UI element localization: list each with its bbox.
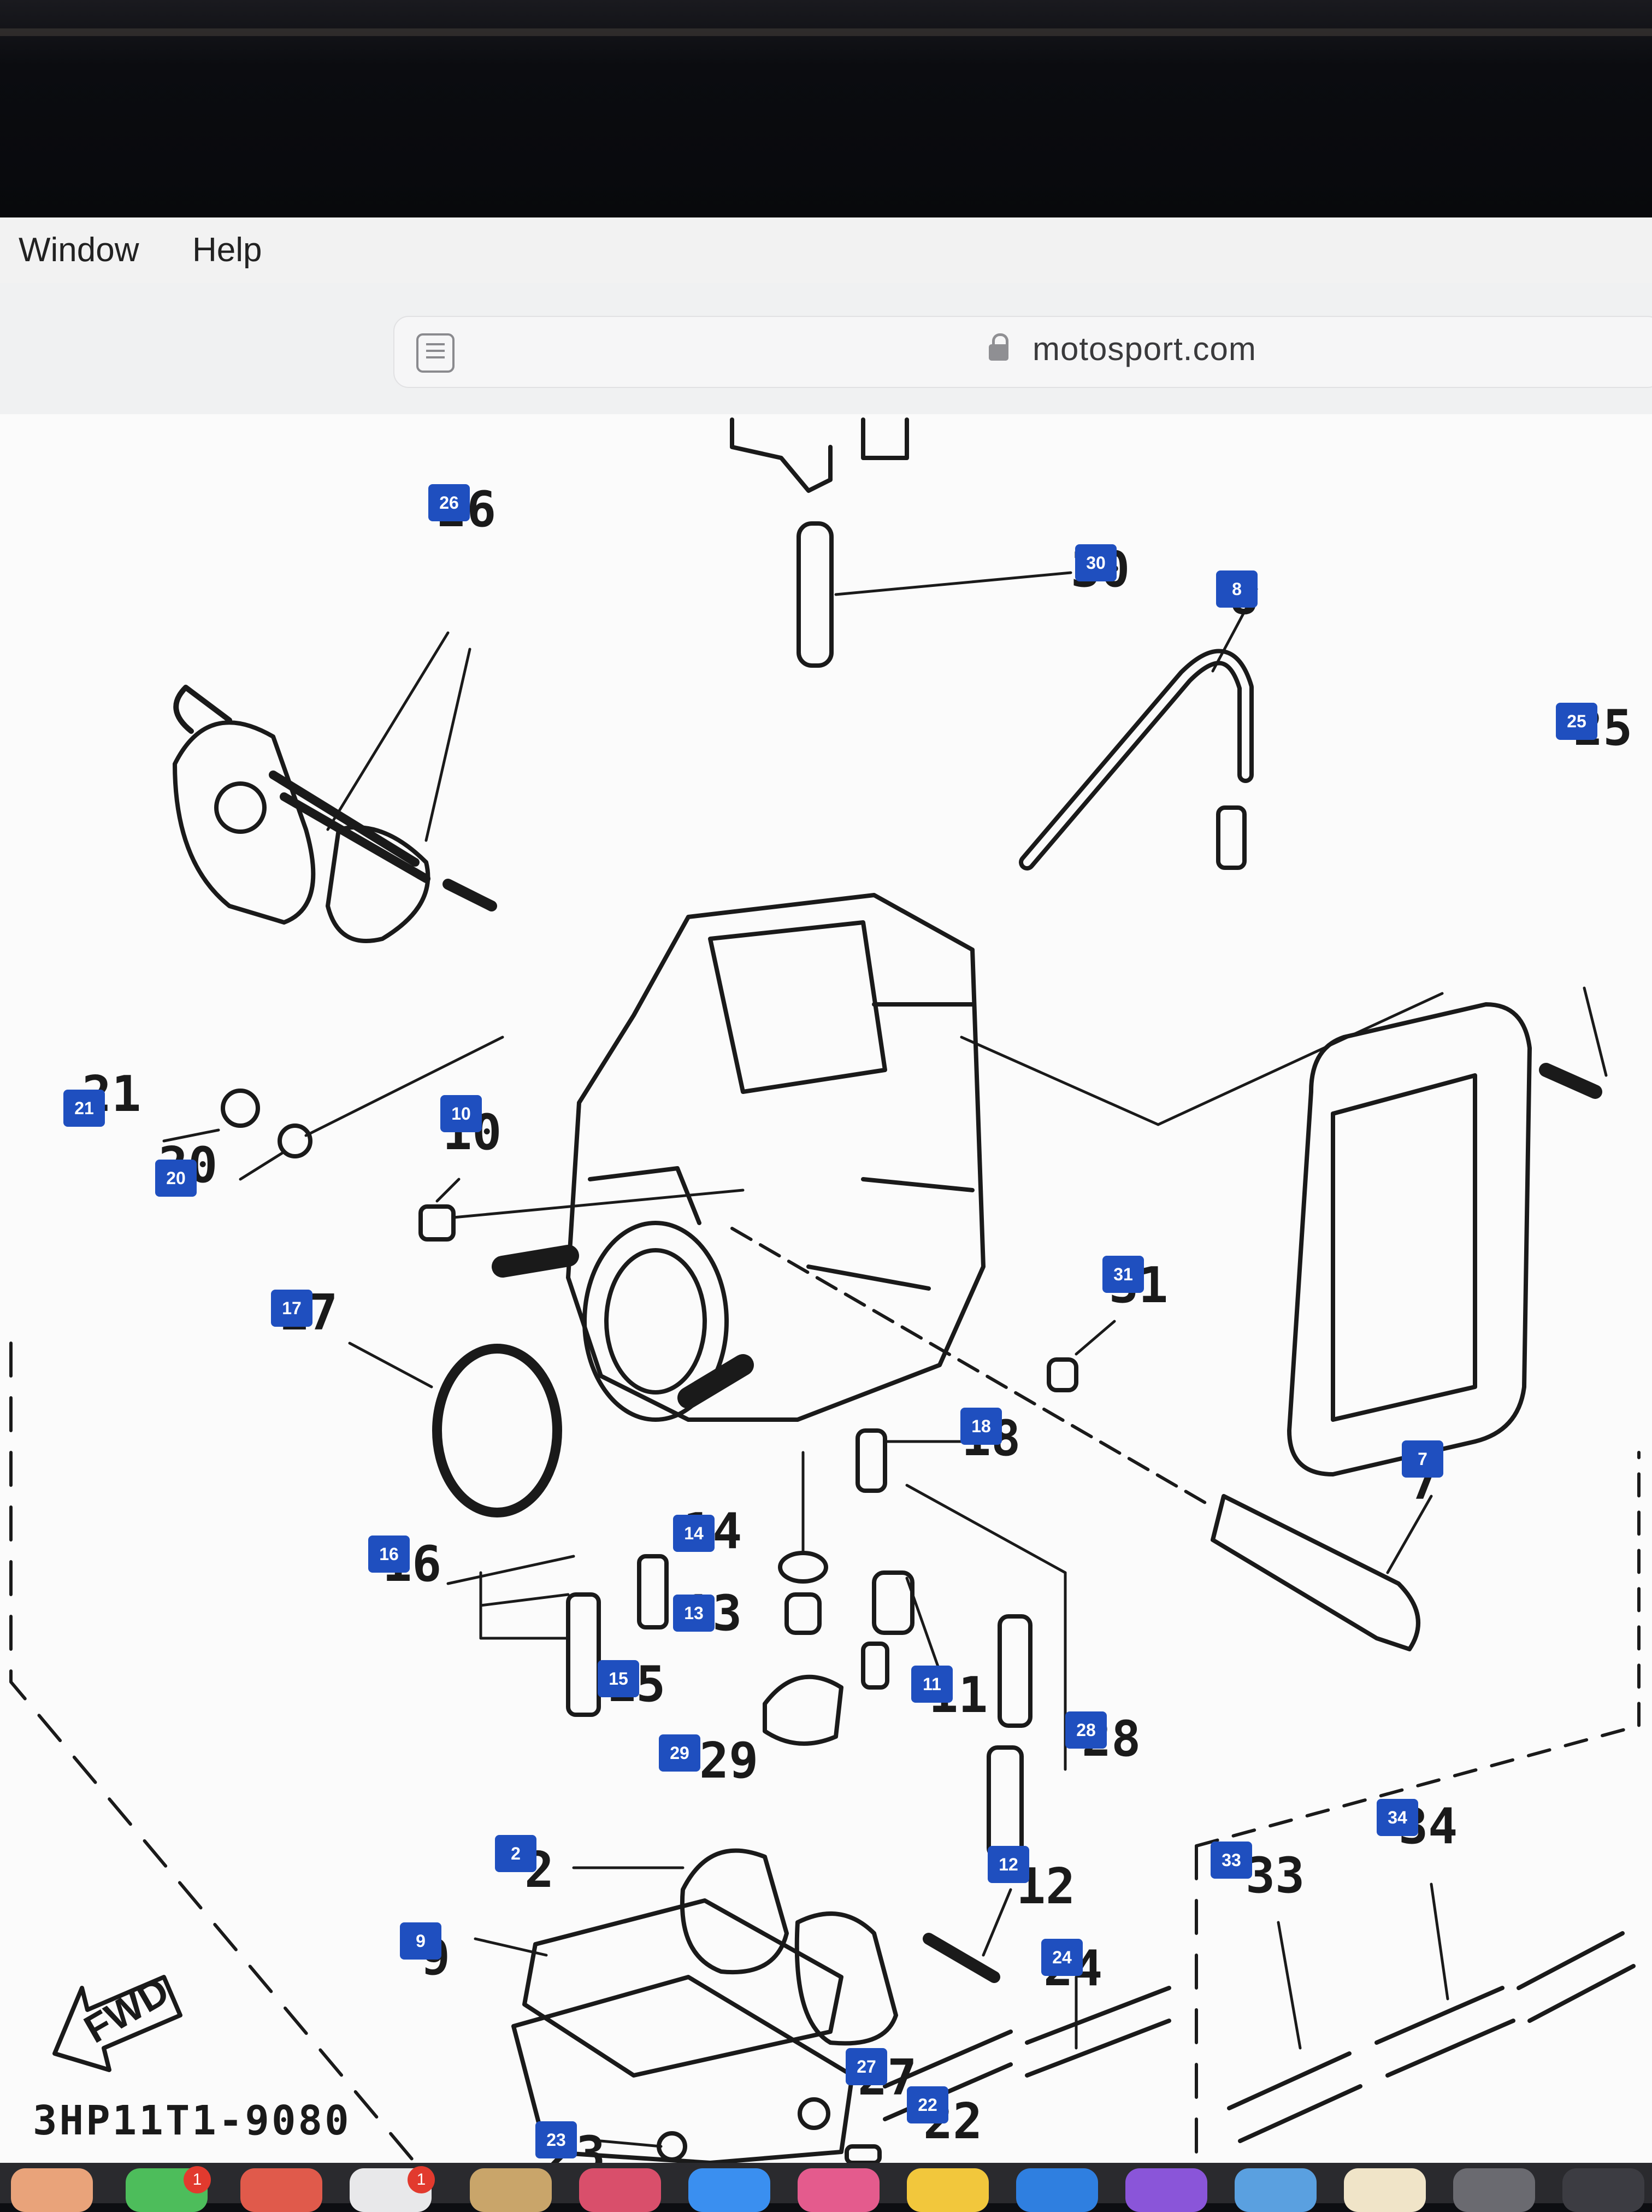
finder-icon[interactable] [688,2168,770,2212]
part-9 [522,1898,843,2078]
carburetor-exploded-diagram [9,417,1641,2163]
part-26 [173,720,316,925]
badge-31[interactable]: 31 [1102,1256,1144,1293]
monitor-bezel [0,0,1652,219]
badge-24[interactable]: 24 [1041,1939,1083,1976]
part-16 [566,1592,601,1717]
badge-12[interactable]: 12 [988,1846,1029,1883]
page-content: 26 26 30 30 8 8 25 25 21 21 20 20 10 10 … [0,414,1652,2163]
menu-help[interactable]: Help [192,231,262,269]
podcasts-icon[interactable] [1125,2168,1207,2212]
badge-17[interactable]: 17 [271,1290,312,1327]
badge-28[interactable]: 28 [1065,1711,1107,1749]
badge-13[interactable]: 13 [673,1595,715,1632]
badge-33[interactable]: 33 [1211,1842,1252,1879]
badge-18[interactable]: 18 [960,1408,1002,1445]
fwd-arrow [52,1975,182,2072]
top-fragment [730,417,909,493]
badge-20[interactable]: 20 [155,1160,197,1197]
part-34 [1374,1986,1515,2078]
lock-icon [989,333,1008,361]
part-33 [1227,2051,1362,2143]
badge-14[interactable]: 14 [673,1515,715,1552]
browser-toolbar: motosport.com [0,283,1652,415]
part-28 [998,1614,1032,1728]
script-icon[interactable] [1344,2168,1426,2212]
part-7 [1211,1494,1420,1651]
activity-icon[interactable] [1562,2168,1644,2212]
dock-badge: 1 [408,2166,435,2193]
menu-window[interactable]: Window [19,231,139,269]
badge-2[interactable]: 2 [495,1835,536,1872]
badge-25[interactable]: 25 [1556,703,1597,740]
badge-21[interactable]: 21 [63,1090,105,1127]
notes-icon[interactable] [470,2168,552,2212]
url-text[interactable]: motosport.com [1032,331,1256,367]
callout-29: 29 [699,1732,759,1790]
callout-33: 33 [1246,1847,1305,1904]
appstore-icon[interactable] [1016,2168,1098,2212]
stickies-icon[interactable] [907,2168,989,2212]
badge-23[interactable]: 23 [535,2121,577,2158]
mail-icon[interactable]: 1 [350,2166,435,2212]
photos-icon[interactable] [798,2168,880,2212]
dock: 1 1 [0,2163,1652,2212]
reader-view-icon[interactable] [416,333,455,373]
calendar-icon[interactable] [240,2168,322,2212]
diagram-part-code: 3HP11T1-9080 [33,2097,351,2144]
badge-9[interactable]: 9 [400,1922,441,1960]
badge-26[interactable]: 26 [428,484,470,521]
music-icon[interactable] [579,2168,661,2212]
part-8 [1019,649,1254,870]
badge-7[interactable]: 7 [1402,1440,1443,1478]
part-2 [680,1848,789,1975]
dock-app-icon[interactable] [11,2168,93,2212]
address-bar[interactable]: motosport.com [393,316,1652,388]
bezel-edge [0,28,1652,36]
screen: Window Help motosport.com [0,217,1652,2163]
badge-30[interactable]: 30 [1075,544,1117,581]
badge-22[interactable]: 22 [907,2086,948,2123]
part-30 [796,521,834,668]
part-17 [432,1344,562,1517]
badge-15[interactable]: 15 [598,1660,639,1697]
part-29 [763,1674,843,1746]
preview-icon[interactable] [1235,2168,1317,2212]
badge-11[interactable]: 11 [911,1666,953,1703]
badge-10[interactable]: 10 [440,1095,482,1132]
badge-8[interactable]: 8 [1216,570,1258,608]
badge-16[interactable]: 16 [368,1536,410,1573]
badge-27[interactable]: 27 [846,2048,887,2085]
messages-icon[interactable]: 1 [126,2166,211,2212]
badge-29[interactable]: 29 [659,1734,700,1772]
carb-body [566,893,986,1422]
disk-icon[interactable] [1453,2168,1535,2212]
badge-34[interactable]: 34 [1377,1799,1418,1836]
menu-bar: Window Help [0,217,1652,284]
dock-badge: 1 [184,2166,211,2193]
